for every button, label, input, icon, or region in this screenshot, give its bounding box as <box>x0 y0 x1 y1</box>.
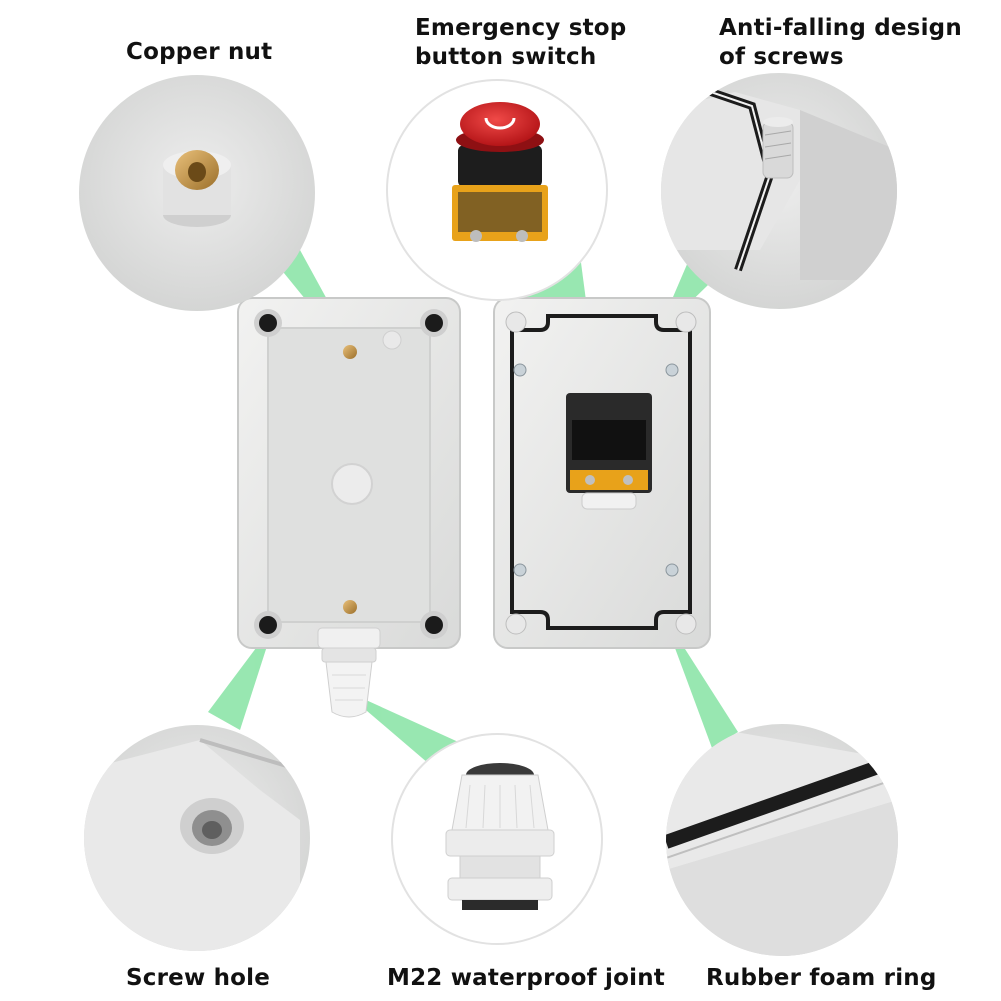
zoom-copper-nut <box>79 75 315 311</box>
label-emergency-stop-line1: Emergency stop <box>415 15 627 41</box>
zoom-emergency-stop <box>386 79 608 301</box>
cable-gland-small <box>317 627 381 718</box>
zoom-waterproof-joint <box>391 733 603 945</box>
label-anti-falling-line2: of screws <box>719 44 844 70</box>
label-anti-falling-line1: Anti-falling design <box>719 15 962 41</box>
label-copper-nut: Copper nut <box>126 39 273 65</box>
label-rubber-ring: Rubber foam ring <box>706 965 937 991</box>
zoom-rubber-foam-ring <box>666 724 898 956</box>
zoom-anti-falling-screw <box>661 73 897 309</box>
label-emergency-stop-line2: button switch <box>415 44 597 70</box>
label-waterproof-joint: M22 waterproof joint <box>387 965 665 991</box>
enclosure-base <box>237 297 461 649</box>
zoom-screw-hole <box>84 725 310 951</box>
label-screw-hole: Screw hole <box>126 965 271 991</box>
enclosure-lid <box>493 297 711 649</box>
